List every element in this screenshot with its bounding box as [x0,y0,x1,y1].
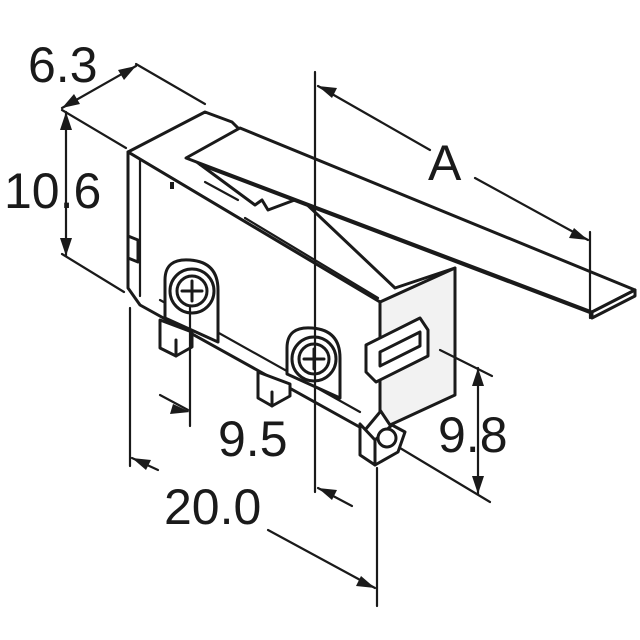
length-label: 20.0 [164,479,261,535]
hole-spacing-label: 9.5 [218,411,288,467]
depth-label: 6.3 [28,37,98,93]
actuator-detail [364,316,430,384]
lever [184,126,637,320]
mounting-hole-left [163,258,220,344]
terminal-height-label: 9.8 [438,407,508,463]
lever-dimension-label: A [428,135,462,191]
terminals [158,318,407,467]
dimension-lines [60,62,592,608]
height-label: 10.6 [4,163,101,219]
